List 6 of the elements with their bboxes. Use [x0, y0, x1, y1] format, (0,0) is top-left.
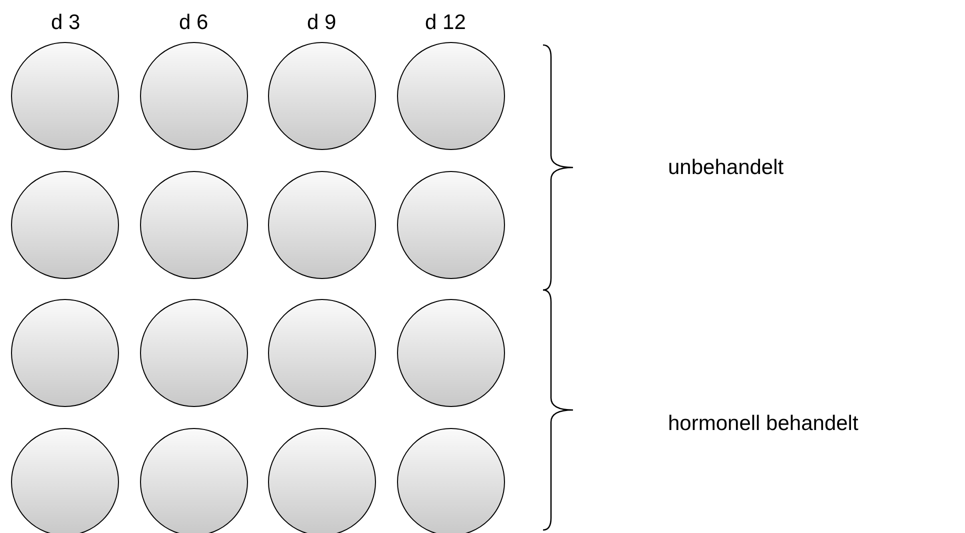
group-label: hormonell behandelt [668, 413, 858, 434]
column-label: d 3 [51, 12, 80, 33]
column-label: d 6 [179, 12, 208, 33]
column-label: d 9 [307, 12, 336, 33]
group-label: unbehandelt [668, 157, 784, 178]
column-label: d 12 [425, 12, 466, 33]
